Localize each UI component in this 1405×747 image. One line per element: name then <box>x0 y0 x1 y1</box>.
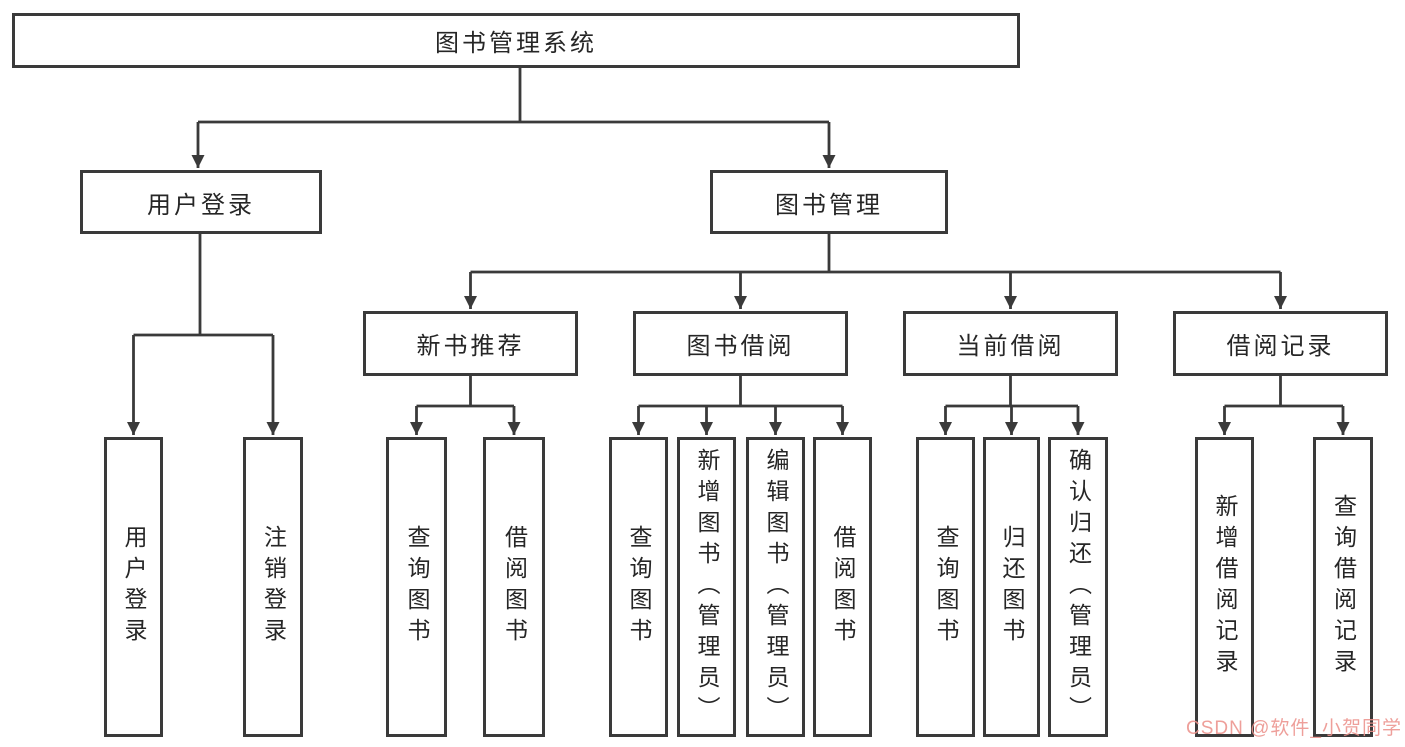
leaf-query-books: 查询图书 <box>609 437 668 737</box>
leaf-logout: 注销登录 <box>243 437 303 737</box>
node-label: 新增借阅记录 <box>1212 494 1238 680</box>
node-label: 注销登录 <box>260 525 287 649</box>
node-label: 查询图书 <box>933 525 959 649</box>
node-label: 图书借阅 <box>686 333 795 360</box>
node-label: 借阅图书 <box>501 525 528 649</box>
node-new-book-recommend: 新书推荐 <box>363 311 578 376</box>
connector-borrow-split <box>638 376 843 408</box>
node-book-borrow: 图书借阅 <box>633 311 848 376</box>
node-label: 借阅图书 <box>830 525 856 649</box>
connector-recommend-split <box>416 376 514 408</box>
leaf-borrow-books: 借阅图书 <box>813 437 872 737</box>
node-label: 编辑图书（管理员） <box>763 447 789 727</box>
connector-records-split <box>1224 376 1343 408</box>
leaf-add-books-admin: 新增图书（管理员） <box>677 437 736 737</box>
node-label: 确认归还（管理员） <box>1065 447 1092 727</box>
leaf-borrow-books: 借阅图书 <box>483 437 545 737</box>
node-borrow-records: 借阅记录 <box>1173 311 1388 376</box>
node-label: 当前借阅 <box>956 333 1065 360</box>
leaf-query-borrow-record: 查询借阅记录 <box>1313 437 1373 737</box>
connector-root-split <box>198 68 829 124</box>
leaf-return-books: 归还图书 <box>983 437 1040 737</box>
leaf-edit-books-admin: 编辑图书（管理员） <box>746 437 805 737</box>
node-user-login: 用户登录 <box>80 170 322 234</box>
connector-login-split <box>133 234 273 337</box>
csdn-watermark: CSDN @软件_小贺同学 <box>1186 718 1402 739</box>
node-label: 图书管理系统 <box>435 30 597 57</box>
leaf-query-books: 查询图书 <box>916 437 975 737</box>
node-label: 查询图书 <box>626 525 652 649</box>
node-label: 新增图书（管理员） <box>694 447 720 727</box>
leaf-query-books: 查询图书 <box>386 437 447 737</box>
node-label: 图书管理 <box>775 191 883 219</box>
node-label: 用户登录 <box>121 525 147 649</box>
node-label: 新书推荐 <box>416 333 525 360</box>
connector-current-split <box>945 376 1078 408</box>
node-label: 借阅记录 <box>1226 333 1335 360</box>
node-library-system-root: 图书管理系统 <box>12 13 1020 68</box>
node-current-borrow: 当前借阅 <box>903 311 1118 376</box>
leaf-add-borrow-record: 新增借阅记录 <box>1195 437 1254 737</box>
leaf-user-login: 用户登录 <box>104 437 163 737</box>
node-label: 用户登录 <box>147 191 255 219</box>
node-label: 查询借阅记录 <box>1330 494 1357 680</box>
node-label: 查询图书 <box>404 525 430 649</box>
node-book-management: 图书管理 <box>710 170 948 234</box>
leaf-confirm-return-admin: 确认归还（管理员） <box>1048 437 1108 737</box>
node-label: 归还图书 <box>999 525 1025 649</box>
connector-mgmt-split <box>470 234 1281 274</box>
